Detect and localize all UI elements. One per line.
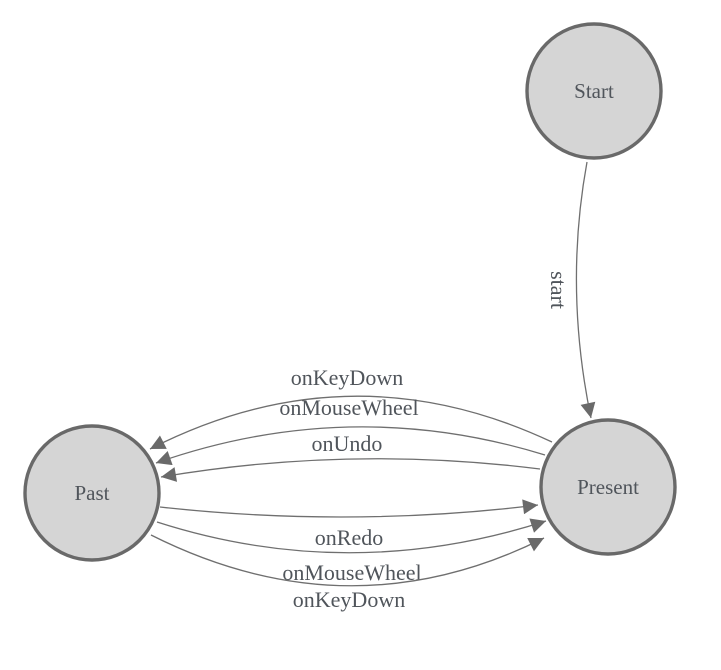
edge-line-onredo[interactable] — [159, 499, 539, 518]
edge-line-onundo[interactable] — [160, 458, 541, 482]
node-label-present: Present — [577, 475, 639, 499]
edge-past-to-present-mousewheel[interactable]: onMouseWheel — [156, 518, 547, 585]
node-circle-past[interactable] — [23, 424, 161, 562]
edge-label-onkeydown-bottom: onKeyDown — [293, 587, 405, 612]
edge-line-start[interactable] — [575, 161, 596, 419]
edge-line-onmousewheel-top[interactable] — [155, 426, 546, 466]
edge-label-onundo: onUndo — [312, 431, 383, 456]
edge-present-to-past-keydown[interactable]: onKeyDown — [149, 365, 553, 450]
node-label-past: Past — [74, 481, 109, 505]
node-start[interactable]: Start — [525, 22, 663, 160]
edge-present-to-past-mousewheel[interactable]: onMouseWheel — [155, 395, 546, 466]
edge-line-onkeydown-top[interactable] — [149, 395, 553, 450]
node-present[interactable]: Present — [539, 418, 677, 556]
node-circle-start[interactable] — [525, 22, 663, 160]
edge-past-to-present-redo[interactable]: onRedo — [159, 499, 539, 550]
edge-line-onmousewheel-bottom[interactable] — [156, 518, 547, 554]
edge-label-onmousewheel-top: onMouseWheel — [279, 395, 418, 420]
edge-present-to-past-undo[interactable]: onUndo — [160, 431, 541, 482]
edge-label-onmousewheel-bottom: onMouseWheel — [282, 560, 421, 585]
edge-label-onredo: onRedo — [315, 525, 383, 550]
node-past[interactable]: Past — [23, 424, 161, 562]
edge-past-to-present-keydown[interactable]: onKeyDown — [150, 534, 545, 612]
edge-line-onkeydown-bottom[interactable] — [150, 534, 545, 587]
node-circle-present[interactable] — [539, 418, 677, 556]
edge-start-to-present[interactable]: start — [546, 161, 596, 419]
node-label-start: Start — [574, 79, 614, 103]
edge-label-start: start — [546, 271, 571, 309]
edge-label-onkeydown-top: onKeyDown — [291, 365, 403, 390]
